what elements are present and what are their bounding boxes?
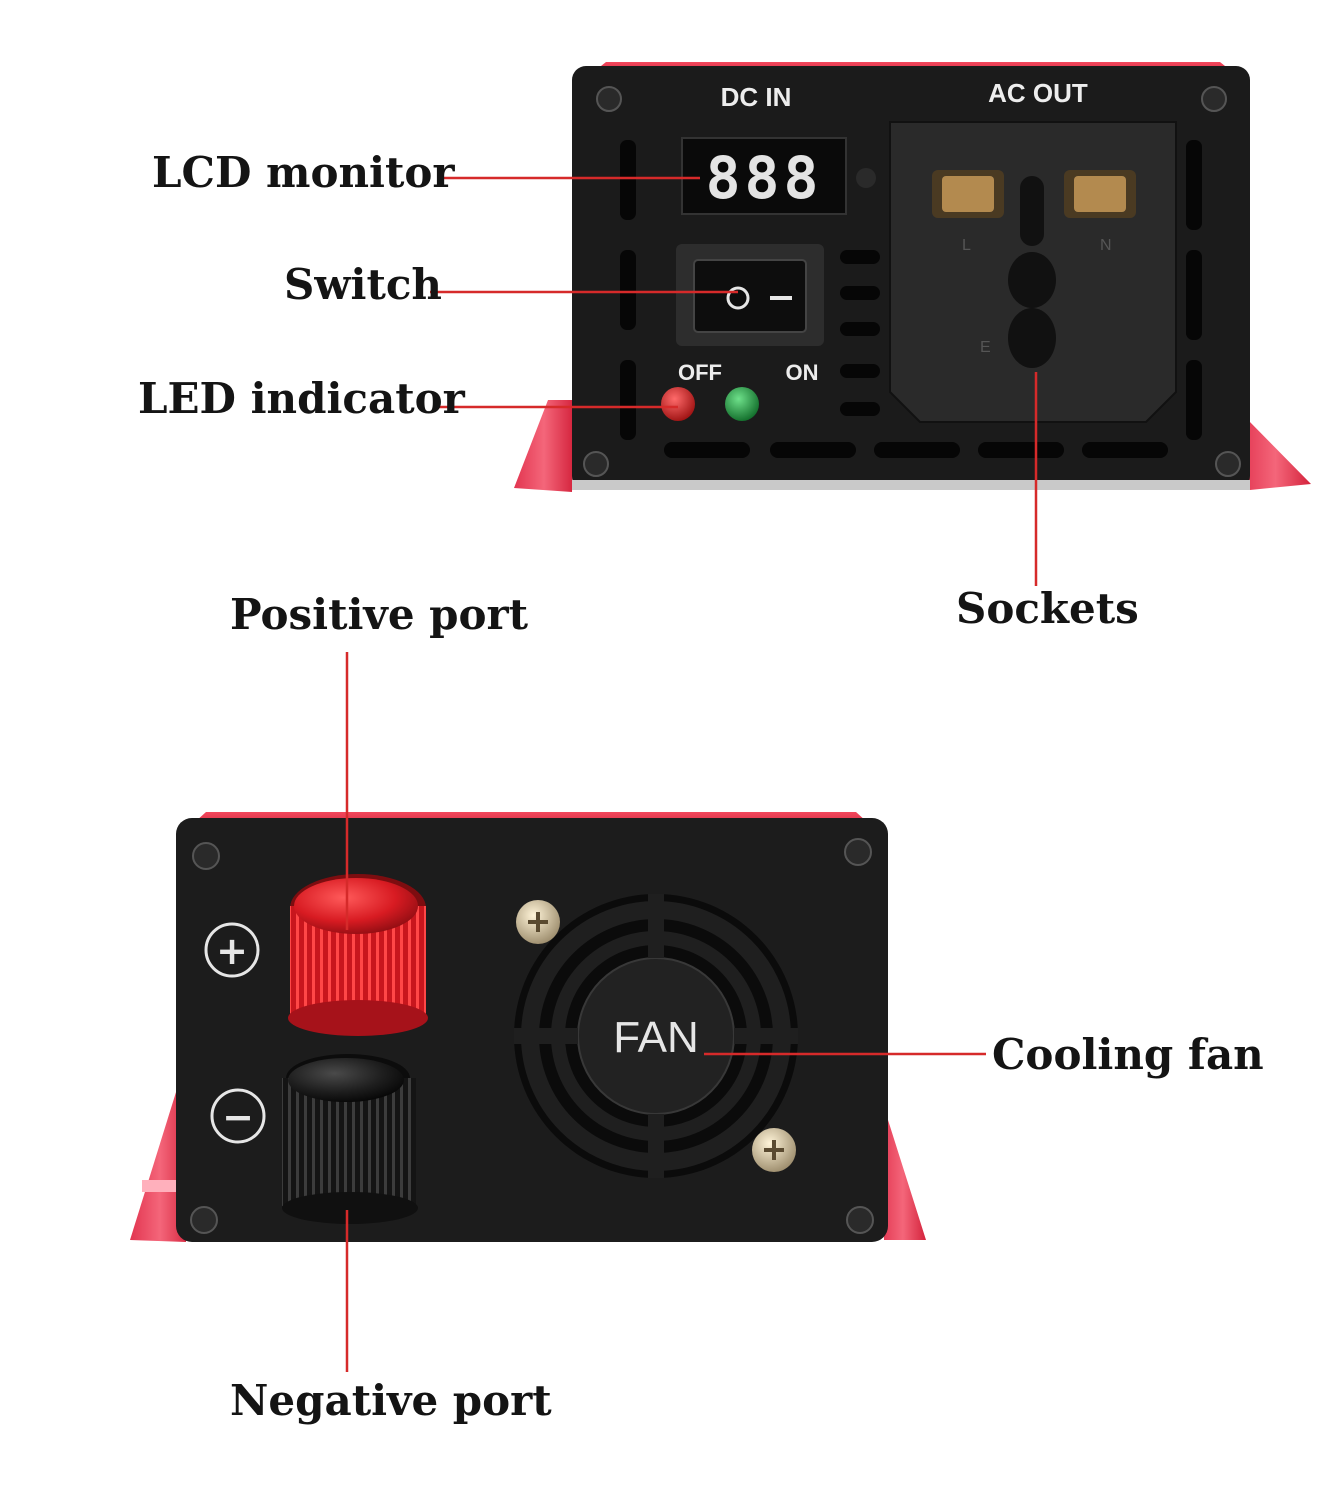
- back-corner-screws: [190, 838, 874, 1234]
- fan-label: FAN: [613, 1013, 699, 1062]
- fan-screws: [516, 900, 796, 1172]
- switch-on-symbol: [770, 296, 792, 300]
- switch-off-symbol: [726, 286, 750, 310]
- lcd-digits: 888: [706, 144, 823, 212]
- front-vent-slots: [620, 140, 1202, 458]
- negative-terminal-knob[interactable]: [282, 1054, 418, 1224]
- callout-cooling-fan: Cooling fan: [992, 1030, 1264, 1079]
- callout-led-indicator: LED indicator: [138, 374, 465, 423]
- back-left-foot: [130, 1060, 190, 1242]
- positive-symbol-icon: +: [204, 922, 260, 978]
- cooling-fan-grille: FAN: [514, 894, 798, 1178]
- callout-sockets: Sockets: [956, 584, 1139, 633]
- ac-out-label: AC OUT: [988, 78, 1088, 108]
- socket-e-mark: E: [980, 339, 991, 356]
- svg-text:+: +: [216, 929, 248, 973]
- callout-switch: Switch: [284, 260, 442, 309]
- power-switch[interactable]: [676, 244, 824, 346]
- callout-negative-port: Negative port: [230, 1376, 552, 1425]
- callout-positive-port: Positive port: [230, 590, 529, 639]
- negative-symbol-icon: −: [210, 1088, 266, 1144]
- socket-n-mark: N: [1100, 237, 1112, 254]
- positive-terminal-knob[interactable]: [288, 874, 428, 1036]
- front-left-foot: [514, 400, 574, 492]
- led-on-green: [725, 387, 759, 421]
- front-panel: DC IN AC OUT 888: [514, 62, 1311, 492]
- front-right-foot: [1240, 350, 1311, 490]
- ac-socket: L N E: [889, 121, 1177, 423]
- svg-text:−: −: [222, 1095, 254, 1139]
- back-right-foot: [880, 1040, 926, 1240]
- dc-in-label: DC IN: [721, 82, 792, 112]
- front-corner-screws: [583, 86, 1241, 477]
- leader-lines: [345, 176, 1038, 1372]
- lcd-display: 888: [681, 137, 876, 215]
- off-label: OFF: [678, 360, 722, 385]
- on-label: ON: [786, 360, 819, 385]
- callout-lcd-monitor: LCD monitor: [152, 148, 455, 197]
- led-off-red: [661, 387, 695, 421]
- socket-l-mark: L: [962, 237, 971, 254]
- back-panel: + − FAN: [130, 812, 926, 1242]
